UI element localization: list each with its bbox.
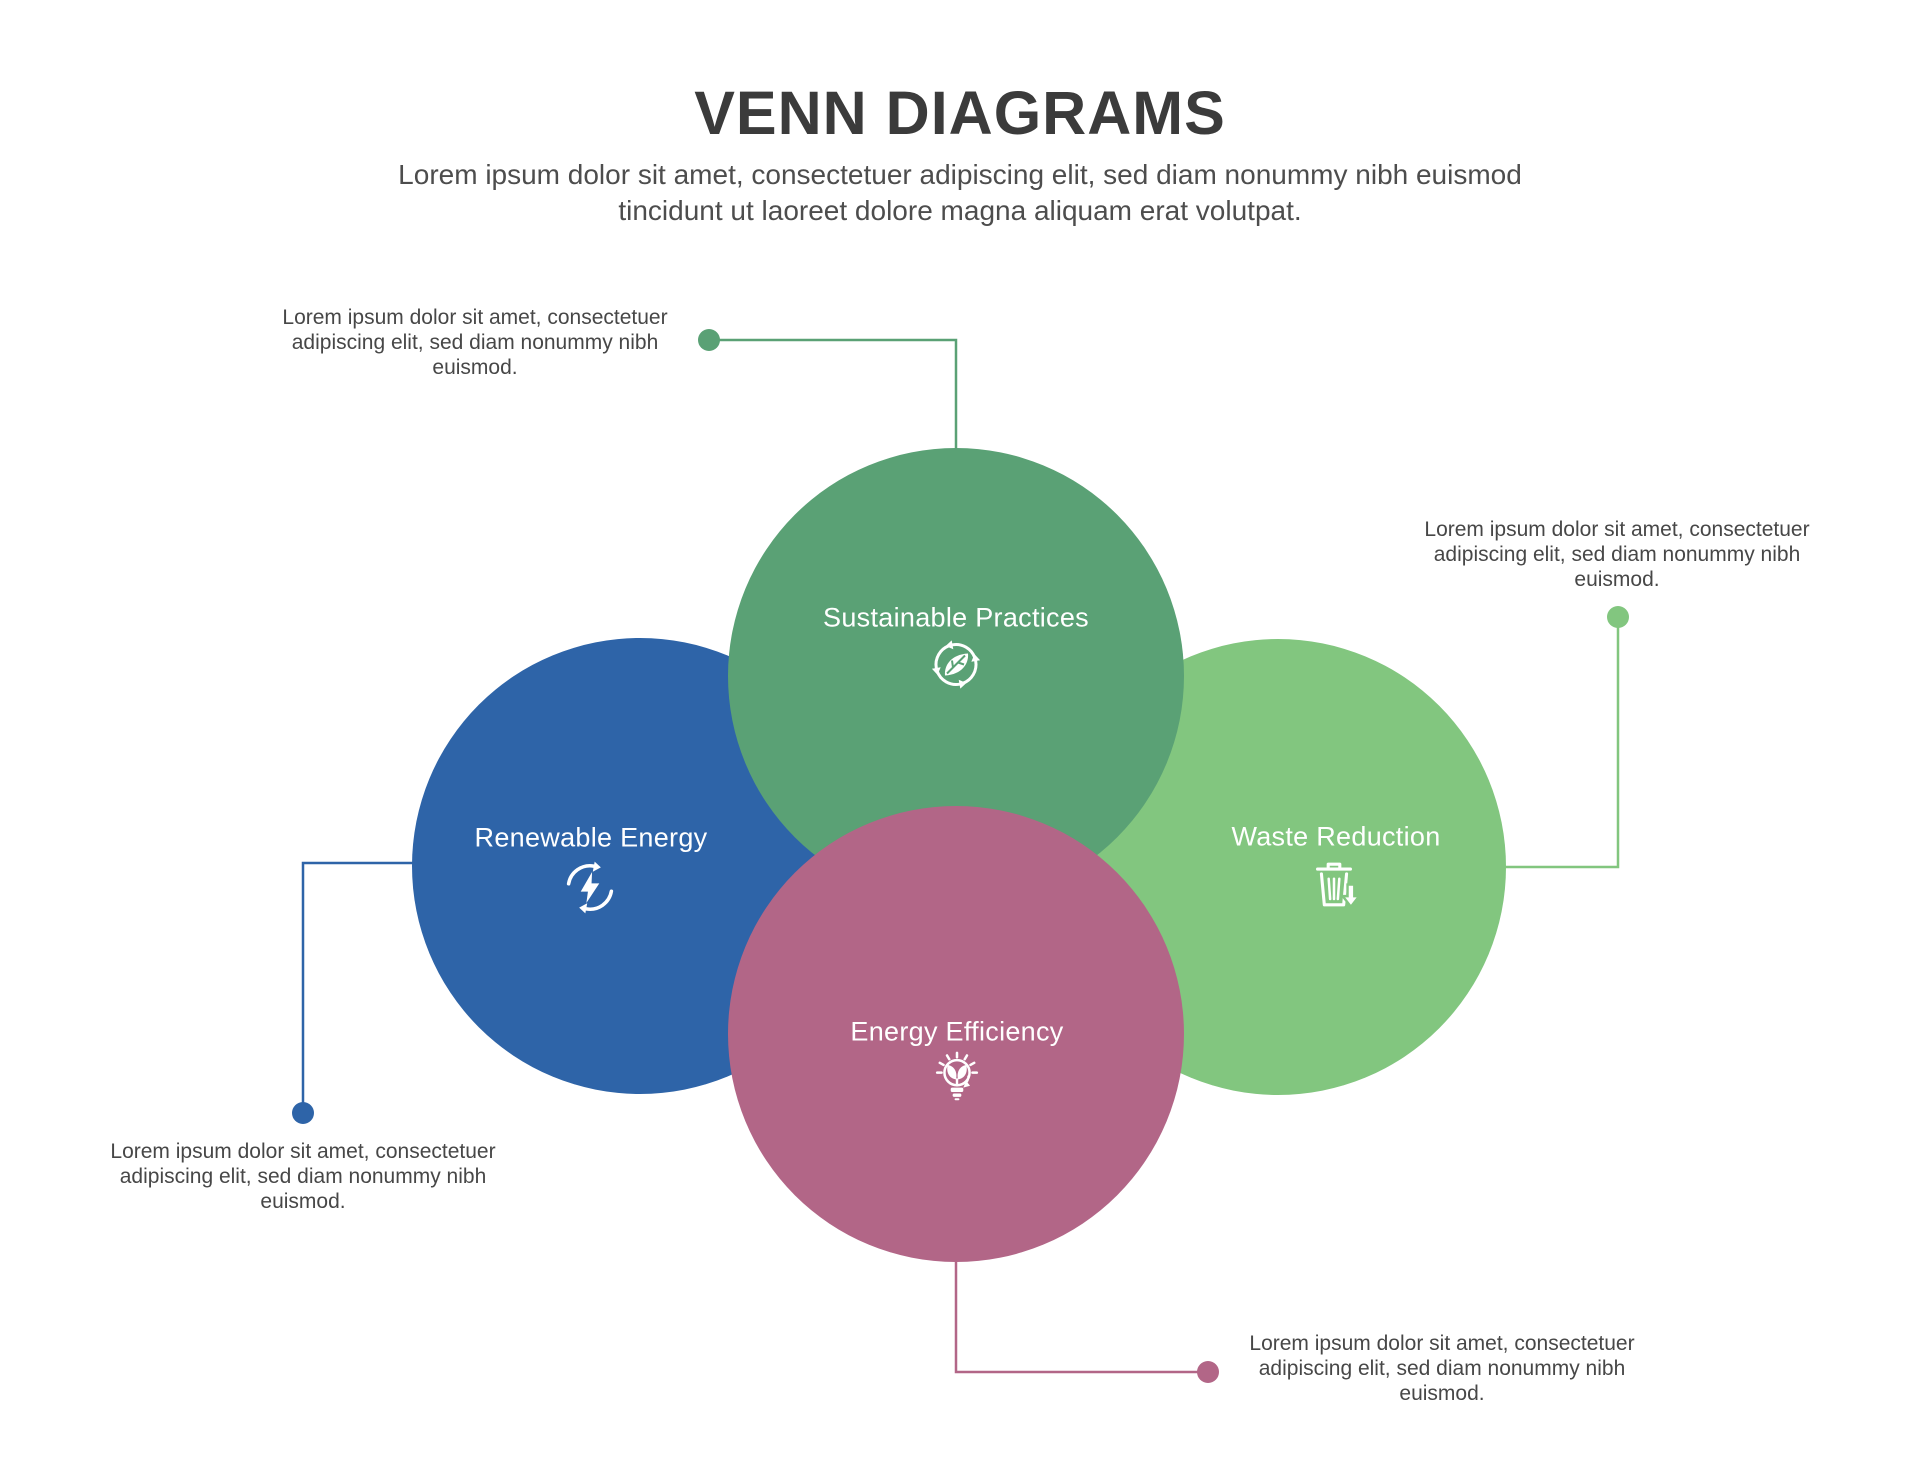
connector-sustainable <box>698 329 958 452</box>
connector-dot-sustainable <box>698 329 720 351</box>
circle-energy-efficiency <box>728 806 1184 1262</box>
leaf-cycle-icon <box>926 635 986 700</box>
connector-renewable <box>292 861 414 1124</box>
circle-label-energy-efficiency: Energy Efficiency <box>850 1016 1064 1047</box>
connector-waste <box>1504 606 1629 869</box>
callout-text-sustainable: Lorem ipsum dolor sit amet, consectetuer… <box>282 306 668 379</box>
connector-dot-waste <box>1607 606 1629 628</box>
connector-dot-efficiency <box>1197 1361 1219 1383</box>
energy-cycle-icon <box>559 857 621 924</box>
eco-bulb-icon <box>928 1049 986 1112</box>
page-title: VENN DIAGRAMS <box>694 79 1226 147</box>
circle-label-renewable-energy: Renewable Energy <box>474 822 708 853</box>
connector-dot-renewable <box>292 1102 314 1124</box>
circle-label-waste-reduction: Waste Reduction <box>1231 821 1441 852</box>
connector-line-renewable <box>301 861 414 1113</box>
connector-line-sustainable <box>709 338 958 452</box>
circle-label-sustainable-practices: Sustainable Practices <box>823 602 1089 633</box>
connector-efficiency <box>954 1258 1219 1383</box>
connector-line-efficiency <box>954 1258 1208 1374</box>
callout-text-waste: Lorem ipsum dolor sit amet, consectetuer… <box>1424 518 1810 591</box>
callout-text-efficiency: Lorem ipsum dolor sit amet, consectetuer… <box>1249 1332 1635 1405</box>
page-subtitle: Lorem ipsum dolor sit amet, consectetuer… <box>398 159 1522 226</box>
connector-line-waste <box>1504 617 1620 869</box>
callout-text-renewable: Lorem ipsum dolor sit amet, consectetuer… <box>110 1140 496 1213</box>
trash-arrow-icon <box>1305 857 1363 920</box>
